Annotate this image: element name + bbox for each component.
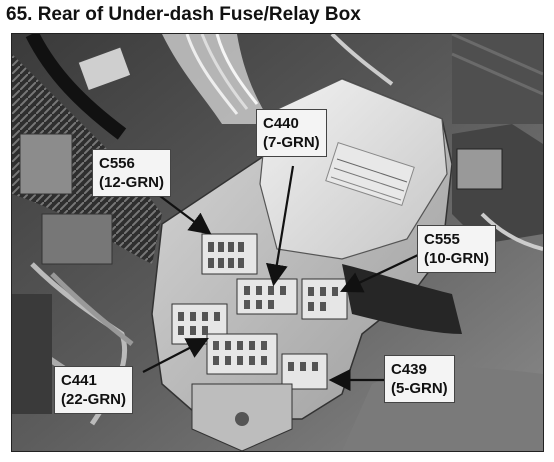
connector-code: C555: [424, 231, 460, 248]
callout-c440: C440 (7-GRN): [256, 109, 327, 157]
callout-c441: C441 (22-GRN): [54, 366, 134, 414]
connector-spec: (5-GRN): [391, 380, 448, 397]
connector-code: C441: [61, 372, 97, 389]
connector-code: C440: [263, 115, 299, 132]
callout-c556: C556 (12-GRN): [92, 149, 172, 197]
connector-spec: (10-GRN): [424, 250, 490, 267]
connector-spec: (12-GRN): [99, 174, 165, 191]
connector-spec: (22-GRN): [61, 391, 127, 408]
page-title: 65. Rear of Under-dash Fuse/Relay Box: [6, 4, 361, 25]
connector-code: C556: [99, 155, 135, 172]
callout-c555: C555 (10-GRN): [417, 225, 497, 273]
connector-code: C439: [391, 361, 427, 378]
connector-spec: (7-GRN): [263, 134, 320, 151]
callout-c439: C439 (5-GRN): [384, 355, 455, 403]
